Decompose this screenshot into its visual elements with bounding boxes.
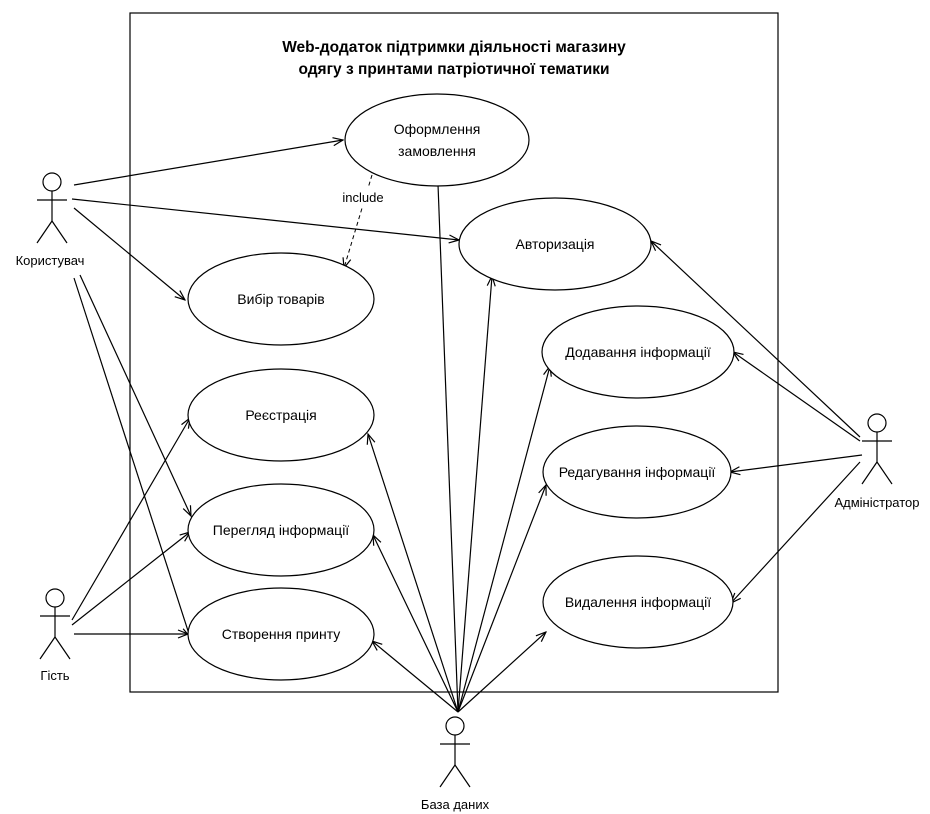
use-case-edit-info[interactable]: Редагування інформації — [542, 425, 732, 519]
associations — [71, 140, 863, 713]
use-case-order[interactable]: Оформлення замовлення — [344, 93, 530, 187]
use-case-choose-goods[interactable]: Вибір товарів — [187, 252, 375, 346]
use-case-edit-info-label: Редагування інформації — [559, 464, 716, 480]
use-case-delete-info[interactable]: Видалення інформації — [542, 555, 734, 649]
actor-database-label: База даних — [421, 797, 490, 812]
use-case-view-info[interactable]: Перегляд інформації — [187, 483, 375, 577]
stick-figure-icon — [36, 172, 68, 244]
assoc-admin-edit — [730, 454, 863, 472]
assoc-db-edit — [457, 485, 546, 713]
assoc-user-print — [73, 277, 190, 637]
use-case-registration[interactable]: Реєстрація — [187, 368, 375, 462]
use-case-auth[interactable]: Авторизація — [458, 197, 652, 291]
actor-admin-label: Адміністратор — [834, 495, 919, 510]
assoc-db-delete — [457, 632, 546, 713]
assoc-admin-add — [733, 352, 861, 442]
use-case-order-label-1: Оформлення — [394, 121, 481, 137]
assoc-user-auth — [71, 198, 459, 240]
assoc-user-choose — [73, 207, 185, 300]
use-case-create-print[interactable]: Створення принту — [187, 587, 375, 681]
actor-user[interactable]: Користувач — [16, 172, 85, 268]
stick-figure-icon — [39, 588, 71, 660]
stick-figure-icon — [861, 413, 893, 485]
use-case-choose-goods-label: Вибір товарів — [237, 291, 324, 307]
assoc-db-view — [373, 535, 459, 713]
assoc-guest-registration — [71, 418, 190, 621]
assoc-db-order — [437, 158, 459, 713]
actor-guest-label: Гість — [40, 668, 69, 683]
assoc-guest-view — [71, 532, 190, 626]
system-title-line1: Web-додаток підтримки діяльності магазин… — [282, 39, 626, 56]
actor-guest[interactable]: Гість — [39, 588, 71, 683]
assoc-db-print — [372, 641, 459, 713]
use-case-create-print-label: Створення принту — [222, 626, 341, 642]
use-case-order-label-2: замовлення — [398, 143, 476, 159]
assoc-user-order — [73, 140, 343, 186]
assoc-user-view — [79, 274, 191, 516]
assoc-db-add — [457, 366, 550, 713]
stick-figure-icon — [439, 716, 471, 788]
use-case-delete-info-label: Видалення інформації — [565, 594, 711, 610]
assoc-db-registration — [368, 434, 459, 713]
use-case-add-info[interactable]: Додавання інформації — [541, 305, 735, 399]
use-case-view-info-label: Перегляд інформації — [213, 522, 350, 538]
system-title-line2: одягу з принтами патріотичної тематики — [298, 61, 609, 78]
assoc-admin-auth — [651, 241, 861, 438]
assoc-db-auth — [457, 276, 492, 713]
assoc-admin-delete — [731, 461, 861, 603]
use-case-add-info-label: Додавання інформації — [565, 344, 711, 360]
actor-database[interactable]: База даних — [421, 716, 490, 812]
actor-admin[interactable]: Адміністратор — [834, 413, 920, 510]
include-label: include — [342, 190, 383, 205]
actor-user-label: Користувач — [16, 253, 85, 268]
include-label-bg — [333, 188, 393, 206]
use-case-auth-label: Авторизація — [515, 236, 594, 252]
system-boundary — [129, 12, 779, 693]
use-case-registration-label: Реєстрація — [245, 407, 316, 423]
